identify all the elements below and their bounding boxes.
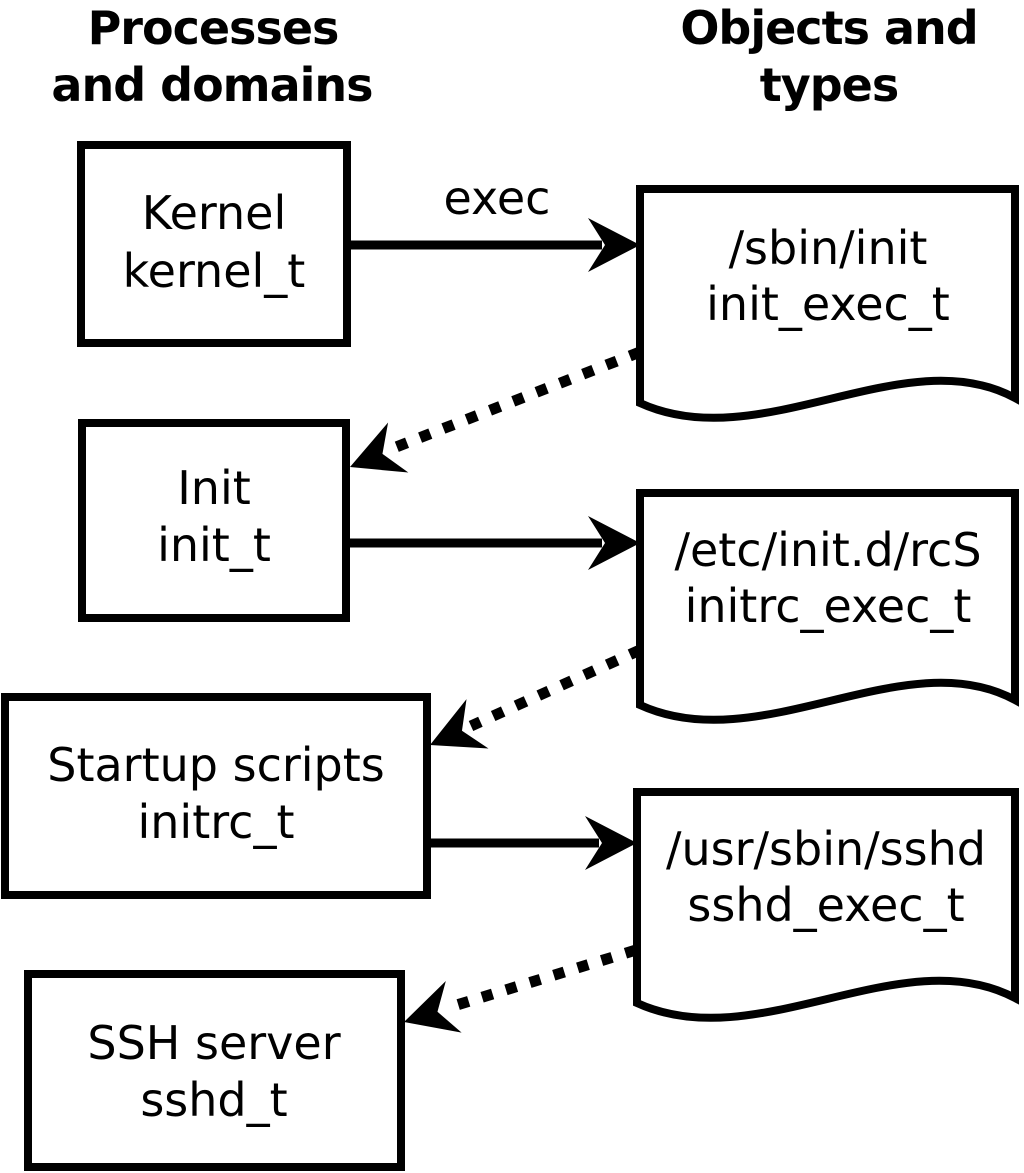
object-type: init_exec_t bbox=[706, 277, 950, 331]
object-node-init-exec: /sbin/init init_exec_t bbox=[636, 185, 1019, 422]
object-node-initrc-exec: /etc/init.d/rcS initrc_exec_t bbox=[636, 489, 1019, 724]
document-shape bbox=[636, 185, 1019, 422]
process-box bbox=[1, 693, 431, 899]
arrowhead-icon bbox=[404, 980, 462, 1033]
process-name: Kernel bbox=[142, 186, 287, 240]
process-type: sshd_t bbox=[140, 1073, 287, 1127]
arrowhead-icon bbox=[350, 422, 409, 473]
document-shape bbox=[636, 489, 1019, 724]
transition-arrow-init-exec-to-init bbox=[350, 346, 642, 473]
object-node-sshd-exec: /usr/sbin/sshd sshd_exec_t bbox=[633, 788, 1019, 1022]
document-shape bbox=[633, 788, 1019, 1022]
process-box bbox=[77, 141, 351, 347]
header-processes-line1: Processes bbox=[88, 1, 339, 55]
process-box bbox=[78, 419, 350, 622]
arrowhead-icon bbox=[430, 699, 489, 749]
process-node-kernel: Kernel kernel_t bbox=[77, 141, 351, 347]
object-path: /etc/init.d/rcS bbox=[674, 523, 981, 577]
transition-arrow-sshd-exec-to-sshd bbox=[404, 944, 638, 1033]
process-name: Startup scripts bbox=[47, 738, 385, 792]
transition-arrow-initrc-exec-to-initrc bbox=[430, 644, 643, 749]
arrowhead-icon bbox=[588, 516, 640, 570]
process-type: kernel_t bbox=[123, 244, 306, 298]
exec-arrow-kernel-to-init-exec: exec bbox=[347, 171, 640, 272]
object-path: /usr/sbin/sshd bbox=[666, 822, 986, 876]
arrow-line bbox=[468, 644, 643, 732]
column-header-processes: Processes and domains bbox=[51, 1, 373, 112]
exec-label: exec bbox=[444, 171, 551, 225]
object-type: sshd_exec_t bbox=[687, 878, 964, 932]
object-type: initrc_exec_t bbox=[685, 579, 972, 633]
arrow-line bbox=[445, 944, 638, 1014]
process-node-startup-scripts: Startup scripts initrc_t bbox=[1, 693, 431, 899]
arrowhead-icon bbox=[585, 816, 637, 870]
process-node-ssh-server: SSH server sshd_t bbox=[24, 970, 405, 1171]
header-objects-line2: types bbox=[760, 58, 898, 112]
process-name: Init bbox=[177, 461, 251, 515]
process-type: initrc_t bbox=[138, 795, 295, 849]
exec-arrow-init-to-initrc-exec bbox=[346, 516, 640, 570]
arrowhead-icon bbox=[588, 218, 640, 272]
header-processes-line2: and domains bbox=[51, 58, 372, 112]
arrow-line bbox=[394, 346, 642, 453]
process-type: init_t bbox=[157, 518, 271, 572]
object-path: /sbin/init bbox=[729, 221, 928, 275]
process-box bbox=[24, 970, 405, 1171]
header-objects-line1: Objects and bbox=[680, 1, 977, 55]
process-node-init: Init init_t bbox=[78, 419, 350, 622]
column-header-objects: Objects and types bbox=[680, 1, 978, 112]
exec-arrow-initrc-to-sshd-exec bbox=[427, 816, 637, 870]
process-name: SSH server bbox=[87, 1016, 340, 1070]
